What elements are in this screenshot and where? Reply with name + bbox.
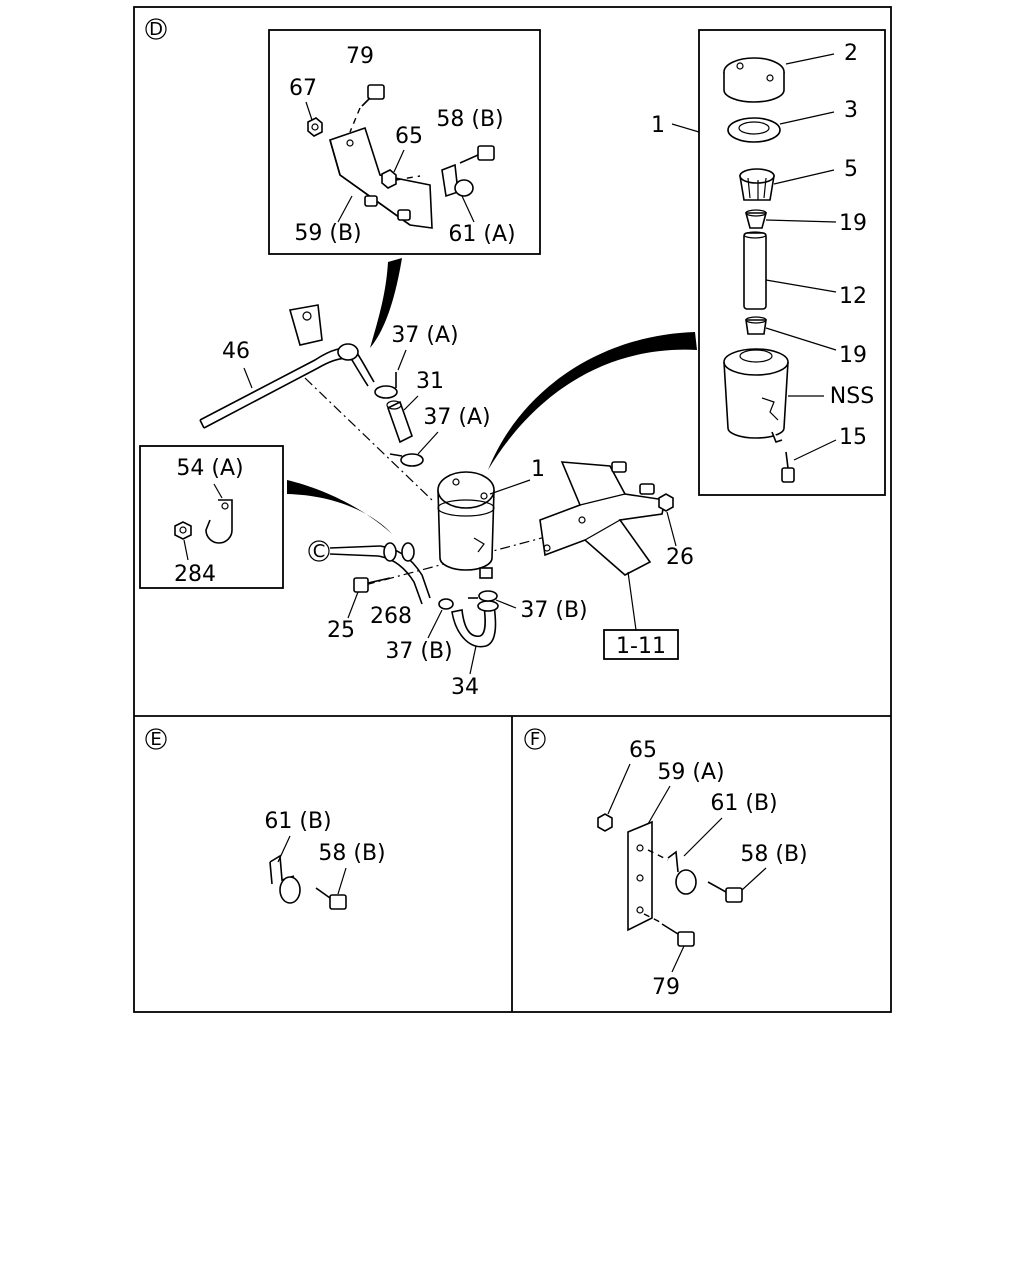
clamp-37b-left xyxy=(438,598,454,610)
part-label: 46 xyxy=(222,339,250,364)
clamp-37b-right xyxy=(468,590,498,602)
part-label: 26 xyxy=(666,545,694,570)
part-label: 79 xyxy=(652,975,680,1000)
inset-reservoir-exploded: 2 3 1 5 19 12 19 NSS 15 xyxy=(651,29,886,496)
section-marker-d: D xyxy=(145,18,167,40)
nut-284 xyxy=(174,521,192,540)
clip-61b-e xyxy=(269,854,301,904)
inset-clip-detail: 54 (A) 284 xyxy=(139,445,284,589)
reservoir-body-nss xyxy=(723,348,789,443)
part-label: 59 (A) xyxy=(657,760,724,785)
part-label: 67 xyxy=(289,76,317,101)
plate-59a xyxy=(627,820,653,932)
part-label: 34 xyxy=(451,675,479,700)
pipe-46 xyxy=(199,304,375,429)
bracket-59b xyxy=(329,126,433,229)
section-marker-f: F xyxy=(524,728,546,750)
bolt-58b xyxy=(459,145,495,164)
hose-34 xyxy=(451,600,499,648)
clamp-37a-lower xyxy=(389,453,424,467)
part-label: 65 xyxy=(395,124,423,149)
part-label: 58 (B) xyxy=(436,107,503,132)
part-label: 12 xyxy=(839,284,867,309)
part-label: 79 xyxy=(346,44,374,69)
section-e-detail: 61 (B) 58 (B) xyxy=(264,809,386,910)
part-label: 37 (A) xyxy=(391,323,458,348)
part-label: 58 (B) xyxy=(318,841,385,866)
part-label: 1-11 xyxy=(616,634,666,659)
nut-67 xyxy=(307,117,323,137)
reservoir-1 xyxy=(437,471,495,579)
section-f-detail: 65 59 (A) 61 (B) 58 (B) 79 xyxy=(597,738,808,1000)
part-label: 65 xyxy=(629,738,657,763)
part-label: 19 xyxy=(839,211,867,236)
part-label: 284 xyxy=(174,562,216,587)
bolt-79-f xyxy=(643,913,695,947)
nut-65 xyxy=(381,169,421,189)
leader-wedge-left xyxy=(287,480,392,534)
part-label: 1 xyxy=(531,457,545,482)
part-label: 2 xyxy=(844,41,858,66)
part-label: 59 (B) xyxy=(294,221,361,246)
part-label: 54 (A) xyxy=(176,456,243,481)
part-label: C xyxy=(313,541,326,562)
part-label: 61 (A) xyxy=(448,222,515,247)
nut-26 xyxy=(658,493,674,512)
part-label: 15 xyxy=(839,425,867,450)
tube-12 xyxy=(743,231,767,310)
clip-61a xyxy=(441,163,474,198)
bolt-79 xyxy=(349,84,385,133)
part-label: 1 xyxy=(651,113,665,138)
part-label: 61 (B) xyxy=(710,791,777,816)
seal-3 xyxy=(727,117,781,143)
bushing-19-top xyxy=(744,209,768,229)
leader-wedge-top xyxy=(370,258,402,348)
part-label: NSS xyxy=(830,384,874,409)
bushing-19-bottom xyxy=(745,316,767,335)
part-label: 19 xyxy=(839,343,867,368)
part-label: 58 (B) xyxy=(740,842,807,867)
section-marker-e: E xyxy=(145,728,167,750)
bracket-1-11 xyxy=(539,461,666,576)
inset-bracket-detail: 79 67 65 58 (B) 59 (B) 61 (A) xyxy=(268,29,541,255)
main-assembly: 1-11 C 46 37 (A) 31 37 (A) 1 26 25 268 3… xyxy=(199,304,694,700)
part-label: F xyxy=(530,729,540,750)
strainer-5 xyxy=(739,168,775,201)
clip-61b-f xyxy=(647,849,697,895)
screw-15 xyxy=(781,451,795,483)
clamp-37a-upper xyxy=(374,372,398,399)
part-label: 5 xyxy=(844,157,858,182)
leader-wedge-right xyxy=(488,332,697,470)
bolt-58b-f xyxy=(707,881,743,903)
part-label: E xyxy=(150,729,161,750)
part-label: 37 (A) xyxy=(423,405,490,430)
bolt-58b-e xyxy=(315,887,347,910)
reservoir-cap-2 xyxy=(723,57,785,103)
part-label: 37 (B) xyxy=(520,598,587,623)
part-label: D xyxy=(149,19,163,40)
nut-65-f xyxy=(597,813,613,832)
part-label: 61 (B) xyxy=(264,809,331,834)
part-label: 25 xyxy=(327,618,355,643)
reference-box-1-11: 1-11 xyxy=(603,571,679,660)
hose-31 xyxy=(386,400,413,444)
hose-268 xyxy=(329,542,431,605)
part-label: 31 xyxy=(416,369,444,394)
part-label: 37 (B) xyxy=(385,639,452,664)
connector-marker-c: C xyxy=(308,540,330,562)
bolt-25 xyxy=(353,577,391,593)
part-label: 268 xyxy=(370,604,412,629)
part-label: 3 xyxy=(844,98,858,123)
clip-54a xyxy=(205,499,233,544)
